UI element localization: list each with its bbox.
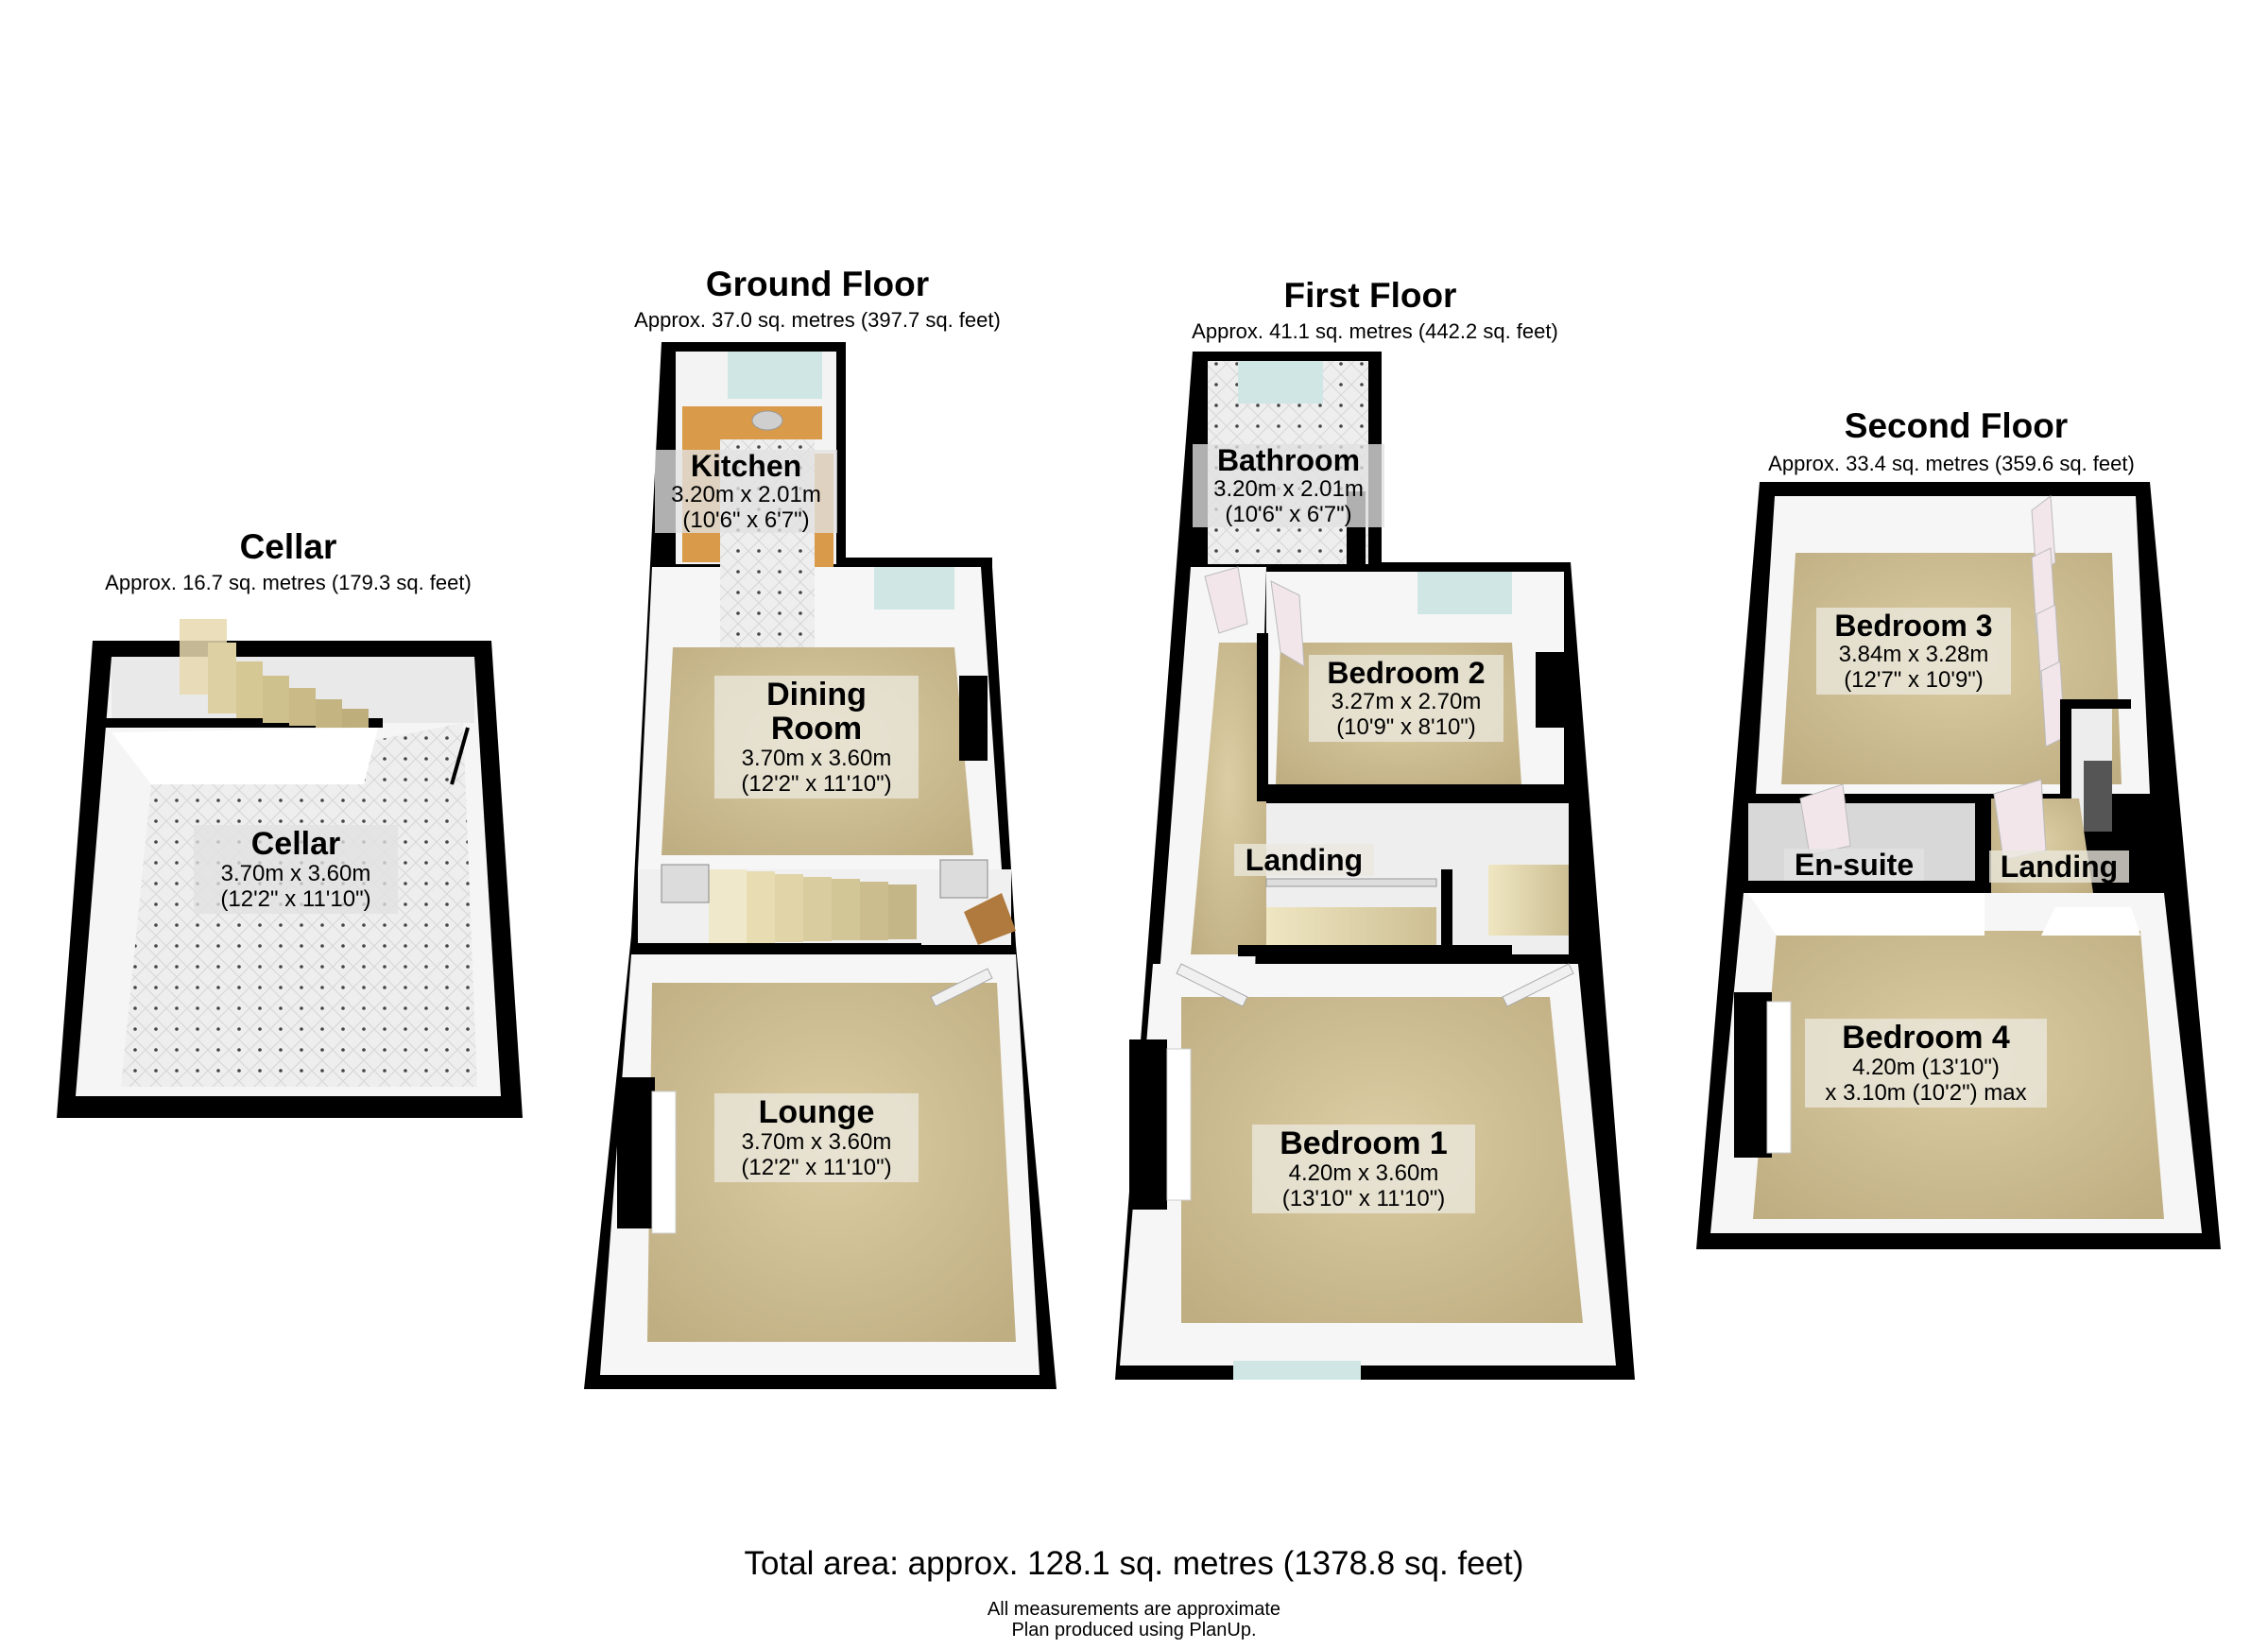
- room-label-landing-first: Landing: [1234, 844, 1374, 876]
- room-dim-imperial: (10'9" x 8'10"): [1336, 714, 1476, 740]
- room-dim-imperial: (10'6" x 6'7"): [1225, 502, 1352, 527]
- room-dim-imperial: (13'10" x 11'10"): [1281, 1186, 1446, 1211]
- room-dim-imperial: (12'2" x 11'10"): [741, 1155, 892, 1180]
- measurement-disclaimer: All measurements are approximate: [987, 1599, 1281, 1620]
- room-dim-metric: 3.84m x 3.28m: [1838, 642, 1989, 667]
- room-dim-metric: 3.70m x 3.60m: [220, 861, 371, 886]
- room-dim-line1: 4.20m (13'10"): [1852, 1055, 2000, 1080]
- room-dim-metric: 3.70m x 3.60m: [741, 746, 892, 771]
- cellar-title: Cellar: [239, 527, 337, 566]
- room-name: Landing: [1245, 843, 1364, 877]
- plan-credit: Plan produced using PlanUp.: [1011, 1620, 1257, 1640]
- room-name: Bathroom: [1216, 443, 1361, 477]
- room-name: Bedroom 3: [1834, 609, 1993, 643]
- first-floor-title: First Floor: [1283, 276, 1457, 315]
- room-label-bedroom-3: Bedroom 3 3.84m x 3.28m (12'7" x 10'9"): [1816, 608, 2011, 695]
- room-dim-metric: 3.20m x 2.01m: [1213, 476, 1364, 502]
- room-dim-imperial: (12'2" x 11'10"): [741, 771, 892, 797]
- room-name-line1: Dining: [766, 677, 867, 713]
- room-dim-imperial: (12'2" x 11'10"): [220, 886, 371, 912]
- room-name: Bedroom 2: [1327, 656, 1486, 690]
- room-dim-metric: 3.20m x 2.01m: [671, 482, 821, 507]
- room-label-bedroom-2: Bedroom 2 3.27m x 2.70m (10'9" x 8'10"): [1309, 655, 1503, 742]
- room-name: En-suite: [1794, 848, 1915, 882]
- second-floor-title: Second Floor: [1844, 406, 2069, 445]
- room-name-line2: Room: [770, 711, 863, 747]
- room-label-en-suite: En-suite: [1784, 849, 1924, 881]
- room-label-landing-second: Landing: [1989, 850, 2129, 883]
- cellar-stairs: [180, 619, 369, 728]
- room-name: Lounge: [758, 1094, 875, 1130]
- room-dim-line2: x 3.10m (10'2") max: [1825, 1080, 2027, 1106]
- room-name: Landing: [2000, 850, 2119, 884]
- room-label-bedroom-1: Bedroom 1 4.20m x 3.60m (13'10" x 11'10"…: [1252, 1125, 1475, 1213]
- room-name: Bedroom 1: [1280, 1125, 1448, 1161]
- ground-floor-area: Approx. 37.0 sq. metres (397.7 sq. feet): [634, 308, 1001, 332]
- room-dim-metric: 3.70m x 3.60m: [741, 1129, 892, 1155]
- room-label-bedroom-4: Bedroom 4 4.20m (13'10") x 3.10m (10'2")…: [1805, 1019, 2047, 1108]
- room-label-lounge: Lounge 3.70m x 3.60m (12'2" x 11'10"): [714, 1093, 919, 1182]
- room-name: Bedroom 4: [1842, 1020, 2010, 1056]
- ground-floor-title: Ground Floor: [705, 265, 930, 303]
- cellar-area: Approx. 16.7 sq. metres (179.3 sq. feet): [105, 571, 472, 594]
- room-name: Kitchen: [690, 449, 802, 483]
- room-label-cellar: Cellar 3.70m x 3.60m (12'2" x 11'10"): [194, 825, 398, 914]
- wardrobe-doors: [2031, 495, 2066, 747]
- total-area: Total area: approx. 128.1 sq. metres (13…: [744, 1545, 1524, 1582]
- room-name: Cellar: [250, 826, 341, 862]
- second-floor-plan: [1696, 482, 2221, 1249]
- room-dim-metric: 3.27m x 2.70m: [1331, 689, 1482, 714]
- room-label-kitchen: Kitchen 3.20m x 2.01m (10'6" x 6'7"): [655, 450, 837, 533]
- room-dim-imperial: (12'7" x 10'9"): [1844, 667, 1984, 693]
- room-label-dining-room: Dining Room 3.70m x 3.60m (12'2" x 11'10…: [714, 676, 919, 799]
- room-label-bathroom: Bathroom 3.20m x 2.01m (10'6" x 6'7"): [1193, 444, 1384, 527]
- second-floor-area: Approx. 33.4 sq. metres (359.6 sq. feet): [1768, 452, 2135, 475]
- room-dim-imperial: (10'6" x 6'7"): [682, 507, 810, 533]
- ground-floor-stairs: [709, 869, 917, 945]
- first-floor-area: Approx. 41.1 sq. metres (442.2 sq. feet): [1192, 319, 1558, 343]
- room-dim-metric: 4.20m x 3.60m: [1288, 1160, 1439, 1186]
